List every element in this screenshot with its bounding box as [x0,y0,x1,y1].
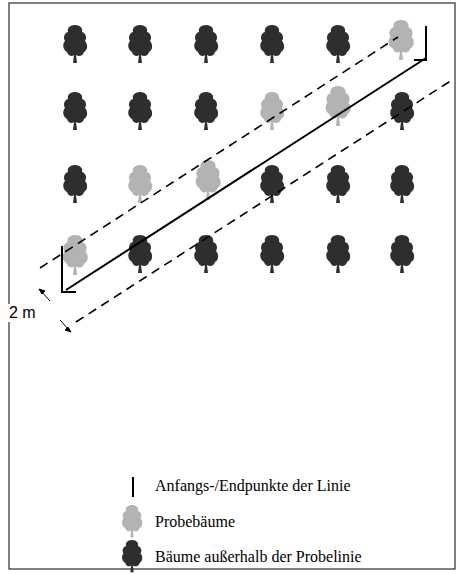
outside-trees [63,25,414,273]
start-marker [62,246,76,292]
dimension-label: 2 m [7,304,38,322]
outside-tree-icon [122,540,142,572]
legend-text: Anfangs-/Endpunkte der Linie [155,477,351,495]
sample-trees [63,20,414,275]
marker-sample [132,477,134,497]
frame [9,3,455,569]
strip-border [76,80,452,322]
end-marker [414,26,426,60]
sample-tree-icon [122,505,142,537]
strip-border [40,37,398,268]
sample-line [66,58,426,290]
legend-text: Bäume außerhalb der Probelinie [155,548,362,566]
legend-text: Probebäume [155,513,235,531]
dimension-arrows [39,289,71,332]
